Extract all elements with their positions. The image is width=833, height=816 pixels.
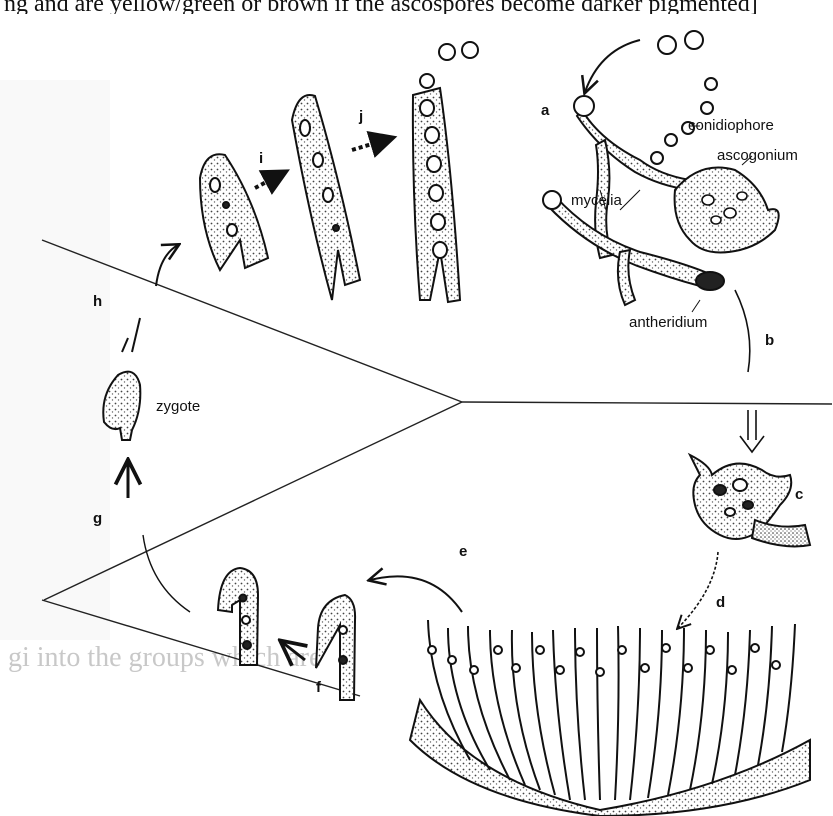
antheridium-shape bbox=[696, 272, 724, 290]
ascus-stage-f bbox=[218, 568, 355, 700]
arrow-g bbox=[143, 535, 190, 612]
step-label-h: h bbox=[93, 293, 102, 310]
arrow-f bbox=[282, 642, 305, 660]
step-label-b: b bbox=[765, 332, 774, 349]
step-label-a: a bbox=[541, 102, 549, 119]
fertilization-stage bbox=[690, 455, 810, 546]
conidia-chain bbox=[420, 31, 717, 164]
step-label-d: d bbox=[716, 594, 725, 611]
label-mycelia: mycelia bbox=[571, 192, 622, 209]
arrow-i bbox=[255, 172, 285, 188]
divider-lines bbox=[42, 240, 832, 696]
arrow-j bbox=[352, 138, 392, 150]
mature-ascus bbox=[413, 88, 460, 302]
step-label-c: c bbox=[795, 486, 803, 503]
arrow-e bbox=[370, 576, 462, 612]
label-antheridium: antheridium bbox=[629, 314, 707, 331]
developing-ascus bbox=[292, 95, 360, 300]
ascocarp bbox=[410, 620, 810, 816]
step-label-i: i bbox=[259, 150, 263, 167]
arrow-d bbox=[678, 552, 718, 628]
early-ascus bbox=[200, 154, 268, 270]
label-zygote: zygote bbox=[156, 398, 200, 415]
arrow-b bbox=[735, 290, 750, 372]
arrow-h bbox=[122, 245, 178, 352]
label-ascogonium: ascogonium bbox=[717, 147, 798, 164]
arrow-a bbox=[585, 40, 640, 92]
step-label-j: j bbox=[359, 108, 363, 125]
label-conidiophore: conidiophore bbox=[688, 117, 774, 134]
step-label-f: f bbox=[316, 679, 321, 696]
double-arrow-down bbox=[740, 410, 764, 452]
step-label-g: g bbox=[93, 510, 102, 527]
step-label-e: e bbox=[459, 543, 467, 560]
